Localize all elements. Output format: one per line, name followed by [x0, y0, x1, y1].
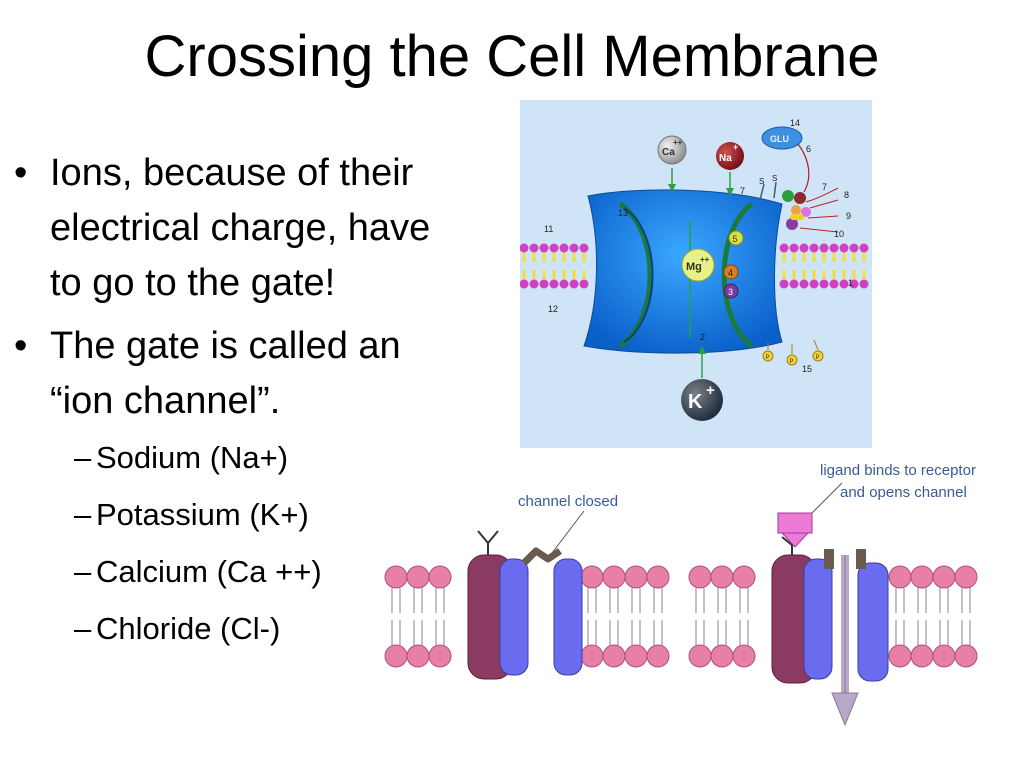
site-12-label: 12 [548, 304, 558, 314]
potassium-charge: + [706, 382, 715, 399]
open-protein-right-blue [857, 562, 889, 682]
site-15-label: 15 [802, 364, 812, 374]
site-7b-label: 7 [822, 182, 827, 192]
site-3-label: 3 [728, 287, 733, 297]
site-13-label: 13 [618, 208, 628, 218]
slide-title: Crossing the Cell Membrane [144, 24, 880, 89]
membrane-open-right [888, 565, 978, 668]
dash-mark: – [74, 611, 92, 646]
open-protein-left-blue [803, 558, 833, 680]
sub-bullet-text: Chloride (Cl-) [96, 611, 281, 646]
sodium-charge: + [733, 142, 738, 152]
closed-protein-right-blue [553, 558, 583, 676]
bullet-mark: • [14, 325, 28, 367]
closed-channel-label: channel closed [518, 493, 618, 510]
ligand [777, 512, 813, 534]
site-10-label: 10 [834, 229, 844, 239]
gating-figure: channel closed ligand binds to receptor … [384, 462, 978, 727]
bullet-text: The gate is called an “ion channel”. [50, 325, 401, 422]
site-3 [723, 283, 739, 299]
dash-mark: – [74, 497, 92, 532]
site-7a-label: 7 [740, 186, 745, 196]
disulfide-label-1: S [759, 177, 764, 186]
site-4-label: 4 [728, 268, 733, 278]
site-11-label: 11 [544, 224, 553, 234]
sub-bullet-calcium: – Calcium (Ca ++) [14, 543, 434, 600]
receptor-channel-figure: Mg ++ 5 4 3 GLU Ca ++ Na + K + S S P [520, 100, 872, 448]
membrane-open-left [688, 565, 756, 668]
site-1-label: 1 [848, 278, 853, 288]
magnesium-ion [681, 248, 715, 282]
calcium-ion [657, 135, 687, 165]
site-14-label: 14 [790, 118, 800, 128]
closed-receptor-stem [477, 530, 499, 555]
ligand-point [780, 532, 810, 548]
bullet-mark: • [14, 152, 28, 194]
bullet-list: • Ions, because of their electrical char… [14, 146, 434, 657]
phosphate-label-1: P [766, 355, 770, 361]
bullet-ion-channel: • The gate is called an “ion channel”. [14, 319, 434, 429]
phosphate-label-3: P [816, 355, 820, 361]
bullet-text: Ions, because of their electrical charge… [50, 152, 431, 304]
site-5 [728, 230, 744, 246]
membrane-closed-left [384, 565, 452, 668]
site-6-label: 6 [806, 144, 811, 154]
magnesium-charge: ++ [700, 255, 710, 264]
open-channel-label-2: and opens channel [840, 484, 967, 501]
potassium-symbol: K [688, 391, 703, 413]
dash-mark: – [74, 554, 92, 589]
open-gate-left-flap [824, 549, 834, 569]
closed-gate-hinge [521, 547, 562, 566]
open-gate-right-flap [856, 549, 866, 569]
calcium-charge: ++ [673, 138, 683, 147]
sub-bullet-text: Potassium (K+) [96, 497, 309, 532]
sub-bullet-text: Calcium (Ca ++) [96, 554, 322, 589]
magnesium-symbol: Mg [686, 261, 702, 273]
glutamate-label: GLU [770, 134, 789, 144]
site-5-label: 5 [733, 234, 738, 244]
closed-protein-left-blue [499, 558, 529, 676]
open-channel-label-1: ligand binds to receptor [820, 462, 976, 479]
potassium-ion [681, 379, 723, 421]
phosphate-sites: P P P [762, 339, 824, 366]
site-8-label: 8 [844, 190, 849, 200]
membrane-closed-right [580, 565, 670, 668]
glutamate-ligand [761, 126, 803, 150]
sub-bullet-text: Sodium (Na+) [96, 440, 289, 475]
sodium-ion [716, 142, 744, 170]
sub-bullet-potassium: – Potassium (K+) [14, 486, 434, 543]
sub-bullet-sodium: – Sodium (Na+) [14, 429, 434, 486]
sub-bullet-chloride: – Chloride (Cl-) [14, 600, 434, 657]
lipid-bilayer [520, 243, 869, 289]
bullet-ions-gate: • Ions, because of their electrical char… [14, 146, 434, 311]
sodium-symbol: Na [719, 153, 732, 164]
calcium-symbol: Ca [662, 147, 675, 158]
dash-mark: – [74, 440, 92, 475]
ion-flow-arrow-head [831, 692, 859, 727]
site-9-label: 9 [846, 211, 851, 221]
site-4 [723, 264, 739, 280]
site-2-label: 2 [700, 332, 705, 342]
phosphate-label-2: P [790, 359, 794, 365]
disulfide-label-2: S [772, 174, 777, 183]
